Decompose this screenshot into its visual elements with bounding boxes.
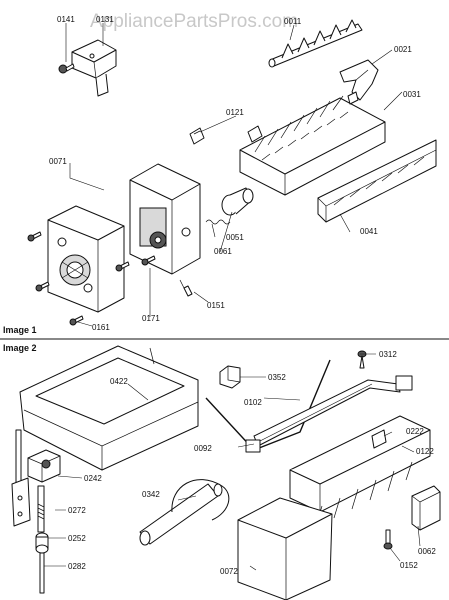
part-0141-screw [58,63,75,74]
label-0051: 0051 [226,233,244,242]
section-label-image-1: Image 1 [3,325,37,335]
part-0021-bearing [339,59,379,101]
label-0021: 0021 [394,45,412,54]
part-switch-assembly [11,429,61,594]
part-0422-ice-bucket [19,345,199,471]
label-0072: 0072 [220,567,238,576]
watermark-text: AppliancePartsPros.com [90,11,298,32]
part-0051-gear [221,187,254,216]
part-0102-bail-arm [205,359,331,451]
part-0041-heater [317,139,437,223]
label-0062: 0062 [418,547,436,556]
label-0092: 0092 [194,444,212,453]
label-0122: 0122 [416,447,434,456]
label-0131: 0131 [96,15,114,24]
label-0041: 0041 [360,227,378,236]
part-0061-spring [205,219,231,225]
label-0252: 0252 [68,534,86,543]
part-0352-clip [219,365,241,389]
label-0422: 0422 [110,377,128,386]
label-0171: 0171 [142,314,160,323]
part-0151-screw [179,279,193,297]
part-0342-fill-tube [139,479,230,546]
part-0121-clip [189,127,205,145]
label-0061: 0061 [214,247,232,256]
section-label-image-2: Image 2 [3,343,37,353]
label-0312: 0312 [379,350,397,359]
label-0161: 0161 [92,323,110,332]
label-0222: 0222 [406,427,424,436]
label-0102: 0102 [244,398,262,407]
part-housing [129,163,201,275]
part-0152-screw [383,529,393,550]
part-0011-ejector [268,19,363,68]
label-0141: 0141 [57,15,75,24]
label-0151: 0151 [207,301,225,310]
label-0272: 0272 [68,506,86,515]
part-0092-harness [245,375,413,453]
part-0031-mold [239,91,386,196]
part-0171-screws [115,255,156,272]
label-0152: 0152 [400,561,418,570]
label-0352: 0352 [268,373,286,382]
part-0071-cover [47,205,125,313]
part-0062-bracket [411,485,441,531]
label-0071: 0071 [49,157,67,166]
label-0342: 0342 [142,490,160,499]
label-0011: 0011 [284,17,302,26]
label-0121: 0121 [226,108,244,117]
label-0031: 0031 [403,90,421,99]
part-0131-bracket [71,39,117,97]
part-0161-screws [27,231,84,326]
label-0242: 0242 [84,474,102,483]
part-0072-front-cover [237,497,333,600]
part-0312-screw [357,350,367,369]
part-0122-icemaker [289,415,431,527]
label-0282: 0282 [68,562,86,571]
